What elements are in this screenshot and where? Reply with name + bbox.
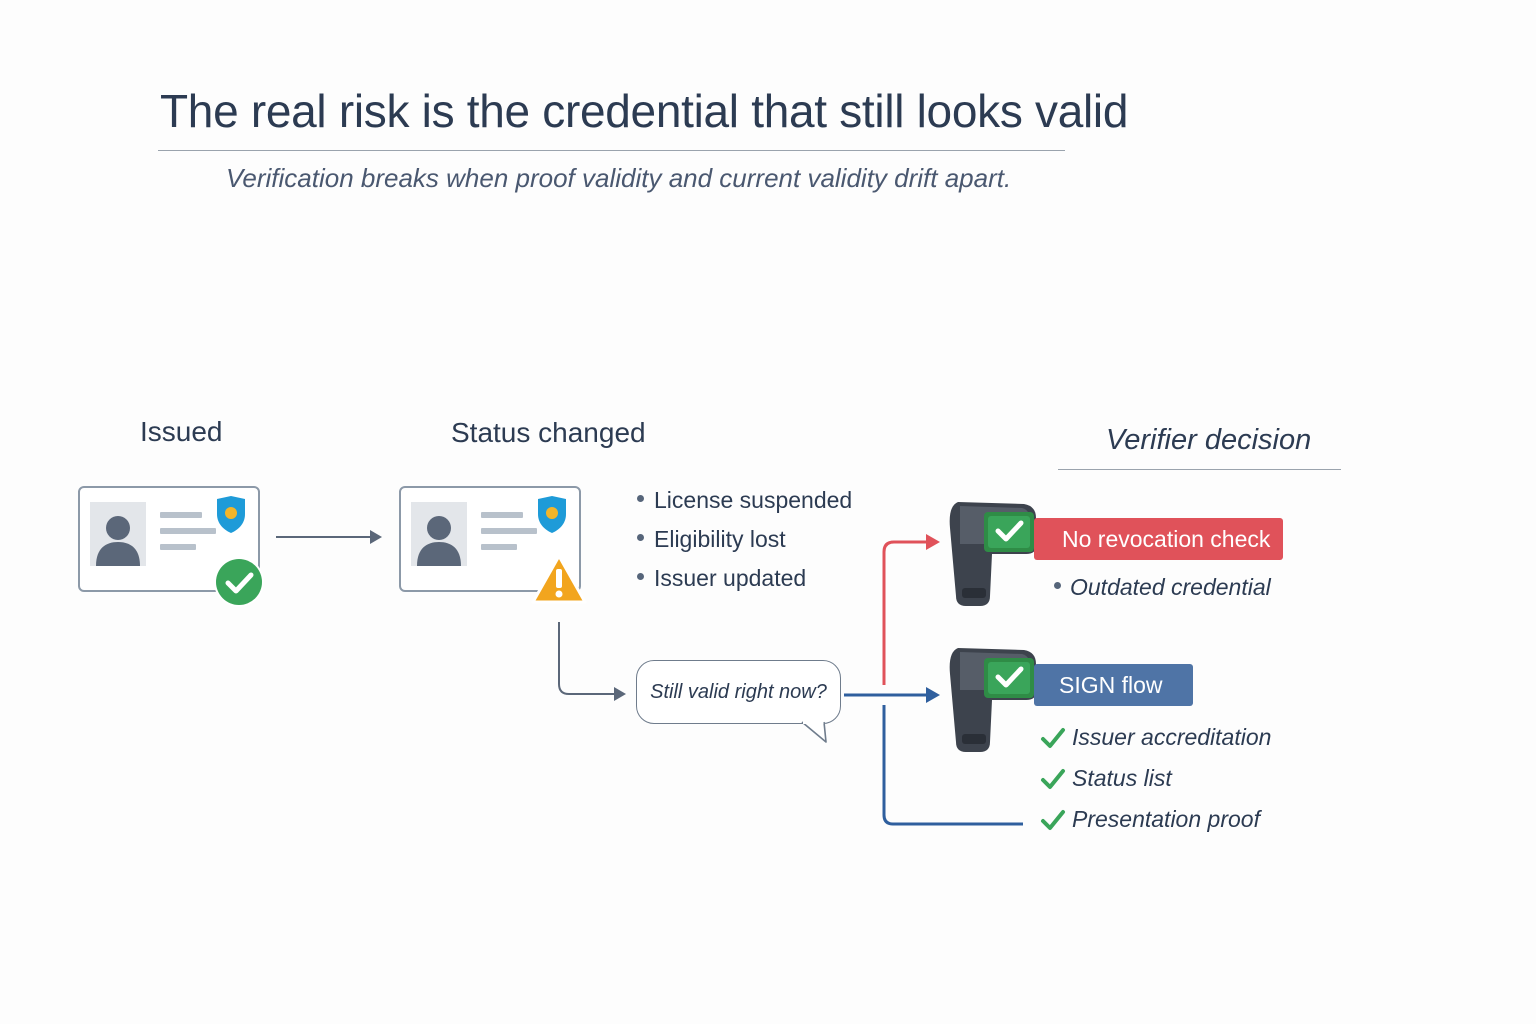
list-item: Issuer accreditation [1040, 717, 1271, 758]
question-bubble: Still valid right now? [636, 660, 841, 724]
page-subtitle: Verification breaks when proof validity … [226, 163, 1012, 193]
branch-arrows [840, 525, 1040, 835]
sign-flow-tag: SIGN flow [1034, 664, 1193, 706]
checkmark-icon [1041, 809, 1065, 830]
checkmark-icon [1041, 727, 1065, 748]
scanner-icon [946, 498, 1046, 615]
card-text-line [481, 528, 537, 534]
flow-arrow [550, 622, 630, 711]
page-title: The real risk is the credential that sti… [160, 85, 1129, 137]
verifier-divider [1058, 469, 1341, 470]
warning-icon [530, 553, 588, 610]
list-item: Status list [1040, 758, 1271, 799]
checkmark-icon [1041, 768, 1065, 789]
credential-card-issued [78, 486, 260, 592]
bubble-tail [800, 721, 830, 750]
status-change-list: License suspended Eligibility lost Issue… [637, 487, 852, 604]
person-icon [411, 502, 467, 566]
scanner-icon [946, 644, 1046, 761]
no-revocation-check-tag: No revocation check [1034, 518, 1283, 560]
flow-arrow [276, 527, 384, 552]
stage-label-verifier-decision: Verifier decision [1106, 424, 1312, 456]
card-text-line [160, 512, 202, 518]
sign-flow-checks: Issuer accreditation Status list Present… [1040, 717, 1271, 840]
title-divider [158, 150, 1065, 151]
person-icon [90, 502, 146, 566]
check-badge-icon [213, 556, 265, 613]
card-text-line [160, 528, 216, 534]
list-item: Eligibility lost [637, 526, 852, 565]
stage-label-issued: Issued [140, 416, 223, 447]
list-item: Presentation proof [1040, 799, 1271, 840]
outdated-credential-note: Outdated credential [1054, 574, 1271, 601]
card-text-line [481, 512, 523, 518]
stage-label-status-changed: Status changed [451, 417, 646, 448]
shield-icon [214, 494, 248, 539]
list-item: License suspended [637, 487, 852, 526]
list-item: Issuer updated [637, 565, 852, 604]
card-text-line [160, 544, 196, 550]
shield-icon [535, 494, 569, 539]
card-text-line [481, 544, 517, 550]
